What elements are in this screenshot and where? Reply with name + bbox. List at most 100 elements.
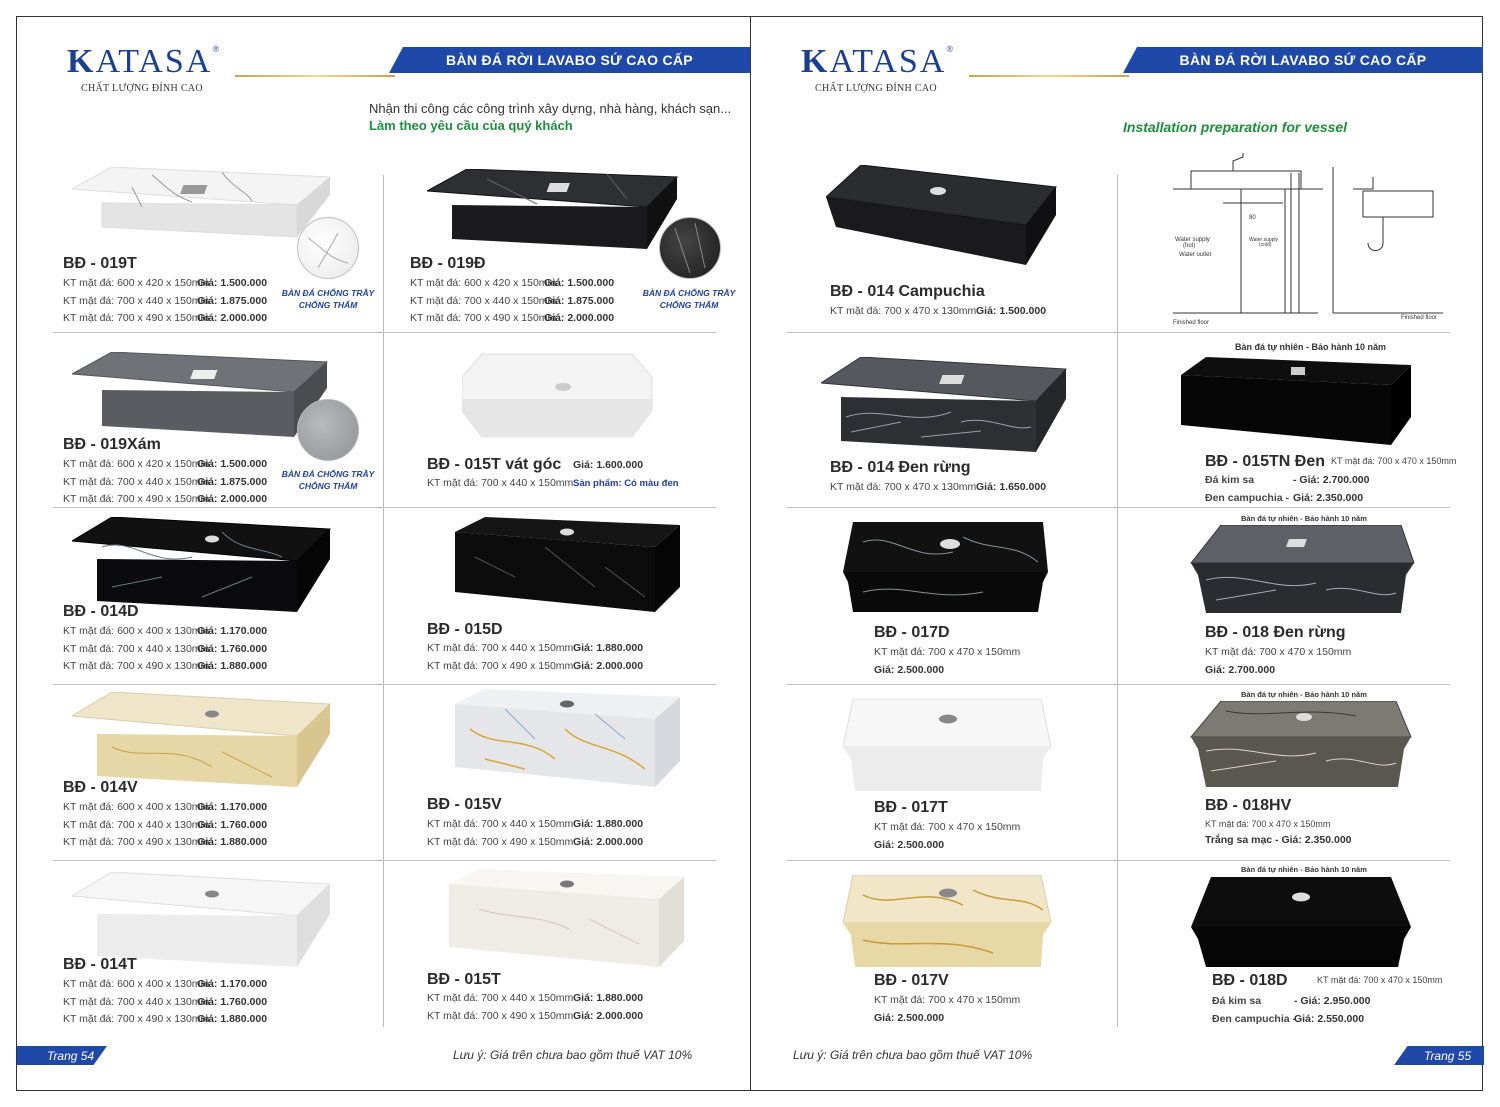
product-specs: KT mặt đá: 700 x 470 x 150mm Giá: 2.500.… [874, 994, 1021, 1024]
swatch-black-marble [659, 217, 721, 279]
product-name: BĐ - 019T [63, 255, 137, 272]
product-image-017V [843, 875, 1052, 967]
product-name: BĐ - 015D [427, 621, 503, 638]
right-page: KATASA® CHẤT LƯỢNG ĐỈNH CAO BÀN ĐÁ RỜI L… [750, 17, 1484, 1090]
row-divider [53, 860, 716, 861]
brand-slogan: CHẤT LƯỢNG ĐỈNH CAO [81, 83, 203, 94]
brand-slogan: CHẤT LƯỢNG ĐỈNH CAO [815, 83, 937, 94]
product-size: KT mặt đá: 700 x 470 x 150mm [1317, 975, 1443, 985]
product-name: BĐ - 019Đ [410, 255, 486, 272]
product-name: BĐ - 017T [874, 799, 948, 816]
svg-text:80: 80 [1249, 215, 1256, 221]
row-divider [787, 507, 1450, 508]
katasa-logo: KATASA® CHẤT LƯỢNG ĐỈNH CAO [801, 43, 956, 95]
product-image-014V [72, 692, 332, 787]
product-specs: Đá kim sa- Giá: 2.700.000 Đen campuchia … [1205, 474, 1370, 504]
product-name: BĐ - 015V [427, 796, 502, 813]
intro-line: Nhận thi công các công trình xây dựng, n… [369, 101, 732, 116]
page-banner: BÀN ĐÁ RỜI LAVABO SỨ CAO CẤP [1123, 47, 1483, 73]
svg-text:Water outlet: Water outlet [1179, 252, 1211, 258]
svg-text:(hot): (hot) [1183, 243, 1195, 249]
page-banner: BÀN ĐÁ RỜI LAVABO SỨ CAO CẤP [389, 47, 750, 73]
svg-text:Water supply: Water supply [1249, 237, 1278, 243]
product-image-014-den-rung [821, 357, 1068, 452]
product-name: BĐ - 018 Đen rừng [1205, 624, 1346, 641]
product-name: BĐ - 014D [63, 603, 139, 620]
row-divider [787, 860, 1450, 861]
product-name: BĐ - 015T vát góc [427, 456, 562, 473]
product-name: BĐ - 015T [427, 971, 501, 988]
product-image-017D [843, 522, 1048, 612]
row-divider [53, 507, 716, 508]
page-number-tab: Trang 54 [17, 1046, 107, 1065]
product-image-018HV [1189, 701, 1412, 787]
installation-title: Installation preparation for vessel [1123, 119, 1348, 135]
product-image-019D [427, 169, 679, 249]
swatch-white-marble [297, 217, 359, 279]
product-image-019T [72, 167, 332, 238]
color-note: Sản phẩm: Có màu đen [573, 477, 679, 489]
svg-text:Finished floor: Finished floor [1401, 315, 1437, 321]
product-name: BĐ - 014T [63, 956, 137, 973]
intro-highlight: Làm theo yêu cầu của quý khách [369, 118, 573, 133]
svg-text:(cold): (cold) [1259, 242, 1272, 248]
product-image-014D [72, 517, 332, 612]
product-name: BĐ - 014 Đen rừng [830, 459, 971, 476]
product-name: BĐ - 018HV [1205, 797, 1292, 814]
intro-text: Nhận thi công các công trình xây dựng, n… [369, 101, 731, 133]
product-image-014T [72, 872, 332, 967]
installation-diagram: Water supply (hot) Water outlet Water su… [1173, 153, 1443, 326]
product-specs: Đá kim sa- Giá: 2.950.000 Đen campuchia … [1212, 995, 1371, 1025]
svg-text:Finished floor: Finished floor [1173, 320, 1209, 326]
product-name: BĐ - 017V [874, 972, 949, 989]
product-size: KT mặt đá: 700 x 470 x 150mm [1331, 456, 1457, 466]
gold-divider [969, 75, 1129, 77]
katasa-logo: KATASA® CHẤT LƯỢNG ĐỈNH CAO [67, 43, 222, 95]
column-divider [1117, 175, 1118, 1027]
product-image-018D [1191, 877, 1411, 967]
product-image-019Xam [72, 352, 329, 437]
row-divider [53, 332, 716, 333]
row-divider [787, 332, 1450, 333]
row-divider [787, 684, 1450, 685]
warranty-note: Bàn đá tự nhiên - Bảo hành 10 năm [1241, 514, 1367, 523]
product-image-015T-vat-goc [462, 353, 653, 438]
product-name: BĐ - 019Xám [63, 436, 161, 453]
svg-text:Water supply: Water supply [1175, 237, 1210, 243]
left-page: KATASA® CHẤT LƯỢNG ĐỈNH CAO BÀN ĐÁ RỜI L… [17, 17, 750, 1090]
product-image-014-campuchia [826, 165, 1057, 265]
column-divider [383, 175, 384, 1027]
warranty-note: Bàn đá tự nhiên - Bảo hành 10 năm [1235, 342, 1387, 352]
product-name: BĐ - 015TN Đen [1205, 453, 1326, 470]
product-image-015V [455, 689, 680, 787]
vat-note: Lưu ý: Giá trên chưa bao gồm thuế VAT 10… [453, 1048, 693, 1062]
gold-divider [235, 75, 395, 77]
product-image-015D [455, 517, 680, 612]
product-name: BĐ - 014 Campuchia [830, 283, 985, 300]
product-name: BĐ - 018D [1212, 972, 1288, 989]
catalog-spread: KATASA® CHẤT LƯỢNG ĐỈNH CAO BÀN ĐÁ RỜI L… [16, 16, 1484, 1091]
warranty-note: Bàn đá tự nhiên - Bảo hành 10 năm [1241, 690, 1367, 699]
product-specs: Giá: 1.600.000 KT mặt đá: 700 x 440 x 15… [427, 457, 679, 492]
product-specs: KT mặt đá: 700 x 470 x 150mm Giá: 2.700.… [1205, 646, 1352, 676]
product-image-015T [449, 869, 684, 967]
page-number-tab: Trang 55 [1394, 1046, 1484, 1065]
product-image-015TN-den [1181, 357, 1411, 445]
product-name: BĐ - 014V [63, 779, 138, 796]
product-image-018-den-rung [1189, 525, 1415, 613]
product-image-017T [843, 699, 1052, 791]
warranty-note: Bàn đá tự nhiên - Bảo hành 10 năm [1241, 865, 1367, 874]
